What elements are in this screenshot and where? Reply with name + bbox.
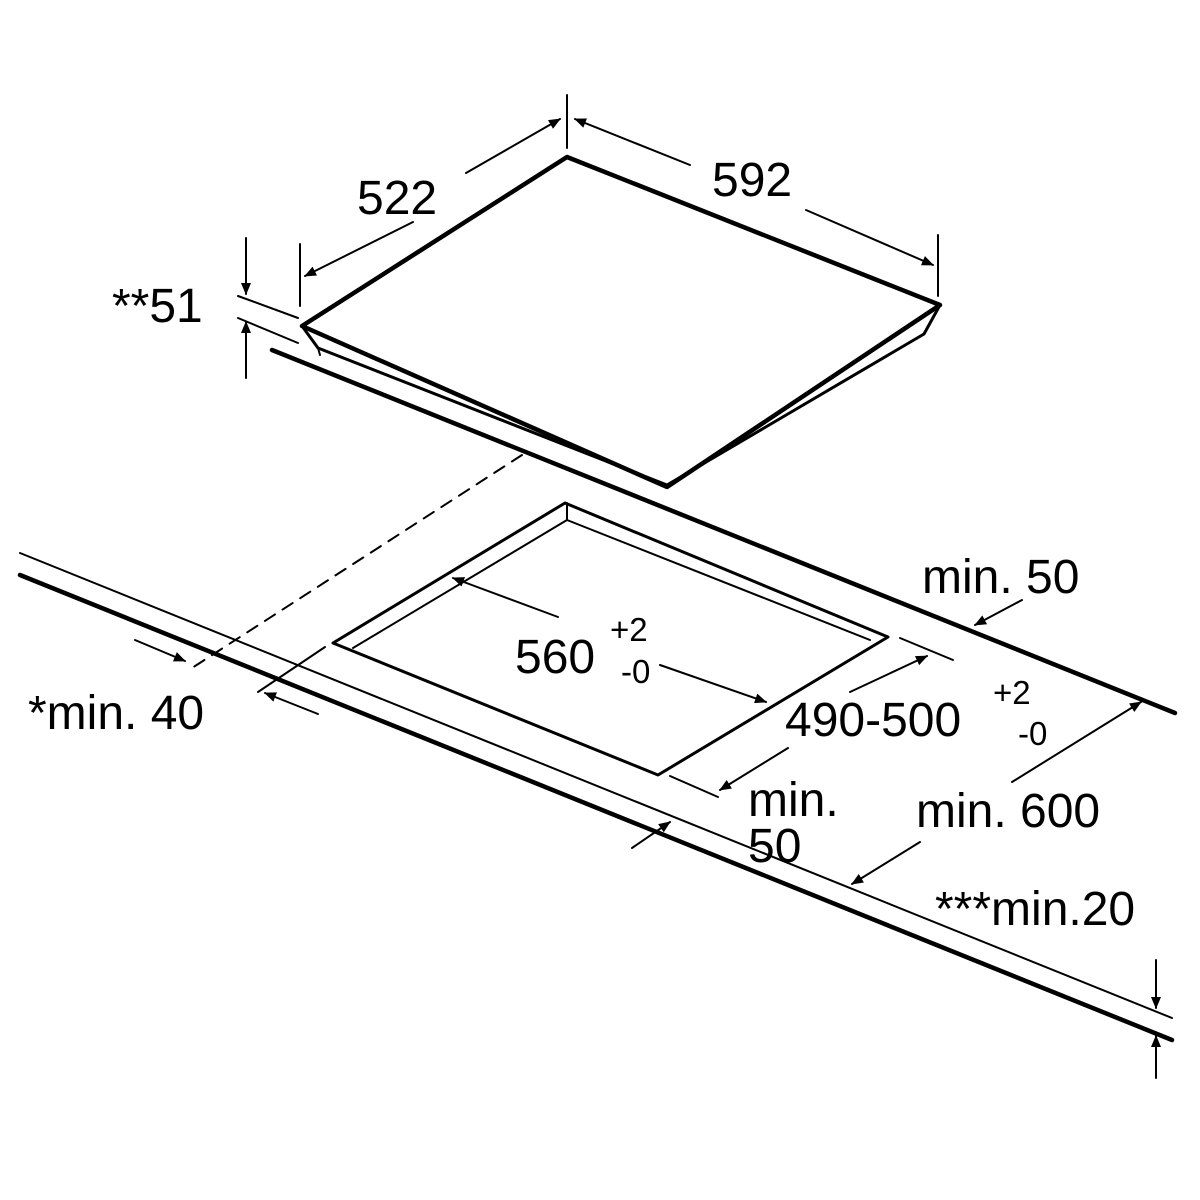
label-hob-height: **51 [112,280,203,333]
dimension-cutout-depth: 490-500 +2 -0 [669,637,1047,798]
dimension-side-clearance: min. 50 [631,774,839,873]
worktop-front-top-edge [19,552,1173,1019]
worktop [17,347,1178,1043]
label-hob-width: 592 [712,154,792,207]
dimension-hob-width: 592 [574,118,939,297]
label-side-clearance-line2: 50 [748,820,801,873]
label-cutout-depth-tol-plus: +2 [993,674,1031,711]
hob [299,154,943,490]
hidden-edge-dashed [191,454,523,669]
dimension-hob-depth: 522 [299,94,568,307]
dimension-front-clearance: *min. 40 [28,639,326,740]
label-hob-depth: 522 [357,172,437,225]
worktop-front-bottom-edge [17,572,1175,1043]
label-worktop-thickness: ***min.20 [935,883,1135,936]
worktop-back-edge [269,347,1178,716]
dimension-cutout-width: 560 +2 -0 [452,577,767,704]
label-cutout-width-tol-plus: +2 [610,611,648,648]
hob-top-surface [299,154,943,490]
dimension-worktop-depth: min. 600 [851,701,1142,885]
cutout-outer [331,501,890,777]
label-cutout-depth: 490-500 [785,694,961,747]
hob-base-lip [317,347,321,356]
label-front-clearance: *min. 40 [28,687,204,740]
label-cutout-width-tol-minus: -0 [621,653,650,690]
label-back-clearance: min. 50 [922,551,1079,604]
label-side-clearance-line1: min. [748,774,839,827]
dimension-hob-height: **51 [112,237,299,379]
cutout [331,501,890,777]
label-cutout-depth-tol-minus: -0 [1018,715,1047,752]
label-worktop-depth: min. 600 [916,785,1100,838]
label-cutout-width: 560 [515,631,595,684]
hob-base-edge [665,303,942,487]
dimension-worktop-thickness: ***min.20 [935,883,1161,1079]
dimension-back-clearance: min. 50 [922,551,1079,626]
